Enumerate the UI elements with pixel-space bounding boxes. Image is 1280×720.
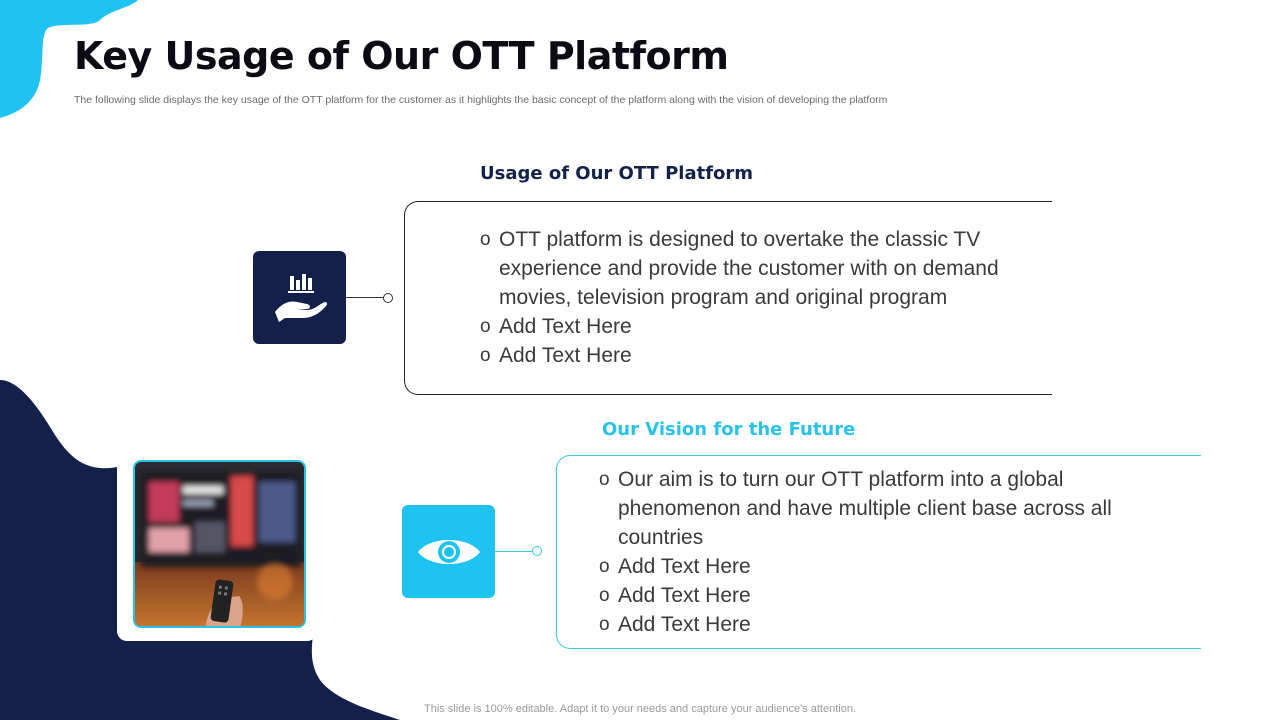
usage-bullet-list: OTT platform is designed to overtake the… (480, 225, 1050, 370)
slide-footer: This slide is 100% editable. Adapt it to… (424, 703, 856, 715)
list-item: Add Text Here (480, 341, 1050, 370)
vision-connector-dot (532, 546, 542, 556)
list-item: OTT platform is designed to overtake the… (480, 225, 1050, 312)
decorative-blob-top (0, 0, 138, 118)
slide-title: Key Usage of Our OTT Platform (74, 34, 729, 78)
usage-icon-tile (253, 251, 346, 344)
vision-heading: Our Vision for the Future (602, 419, 856, 440)
usage-heading: Usage of Our OTT Platform (480, 163, 754, 184)
slide-subtitle: The following slide displays the key usa… (74, 94, 888, 106)
usage-connector-dot (383, 293, 393, 303)
vision-bullet-list: Our aim is to turn our OTT platform into… (599, 465, 1119, 639)
list-item: Add Text Here (599, 552, 1119, 581)
list-item: Our aim is to turn our OTT platform into… (599, 465, 1119, 552)
vision-icon-tile (402, 505, 495, 598)
usage-box (404, 201, 1052, 395)
list-item: Add Text Here (599, 610, 1119, 639)
vision-box (556, 455, 1201, 649)
list-item: Add Text Here (599, 581, 1119, 610)
usage-connector-line (346, 297, 384, 298)
vision-connector-line (495, 551, 533, 552)
list-item: Add Text Here (480, 312, 1050, 341)
hand-chart-icon (274, 273, 327, 322)
eye-icon (417, 539, 480, 564)
tv-remote-photo (133, 460, 306, 628)
